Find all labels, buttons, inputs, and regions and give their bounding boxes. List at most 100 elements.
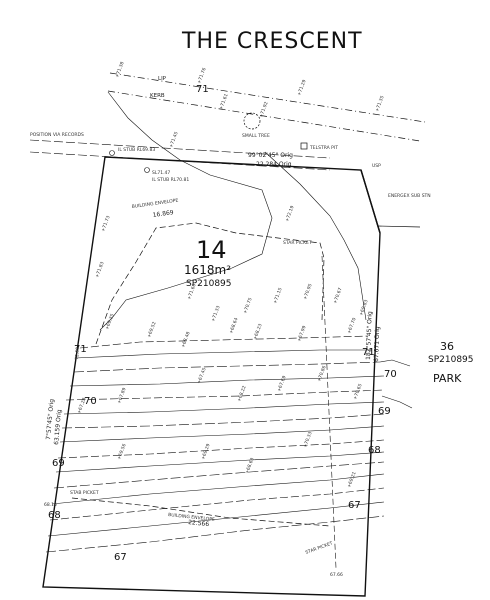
bearing-top: 99°02'45" Orig [248,152,293,159]
contour-label: 68 [368,445,381,456]
contour-label: 71 [74,344,87,355]
contour-line [57,439,385,459]
right-bearing: 182°57'45" Orig [365,311,374,360]
contour-line [53,461,385,489]
telstra-pit-icon [300,142,308,150]
contour-line [69,375,385,387]
contour-line [55,451,385,473]
spot-level: +69.29 [200,443,211,461]
records-line-1 [29,139,331,159]
lot-boundary-corner [360,169,381,234]
building-envelope-bottom-dim: 22.566 [188,519,210,528]
contour-line [47,501,385,537]
small-tree-label: SMALL TREE [242,133,270,139]
spot-level: +71.35 [374,95,385,113]
spot-level: +68.64 [228,317,239,335]
spot-level: +71.38 [114,61,125,79]
road-contour-label: 71 [196,84,209,95]
il-stub-2-label: IL STUB RL70.81 [152,177,189,183]
building-envelope-top-label: BUILDING ENVELOPE [131,197,178,209]
il-stub-1-marker [109,150,115,156]
small-tree-icon [243,112,261,130]
contour-label: 69 [52,458,65,469]
contour-label: 71 [362,347,375,358]
contour-line [61,413,385,429]
neighbour-use: PARK [433,372,462,385]
spot-level: +69.21 [346,471,357,489]
park-contour [379,359,411,367]
position-label: POSITION VIA RECORDS [30,132,84,138]
spot-level: +70.95 [302,283,313,301]
neighbour-lot: 36 [440,340,454,353]
ground-line-1 [107,91,273,289]
spot-level: +68.63 [244,457,255,475]
contour-label: 67 [114,552,127,563]
usp-label: USP [372,163,381,169]
spot-level: +67.28 [76,397,87,415]
star-picket-3-label: STAR PICKET [305,540,334,556]
park-contour [381,395,413,409]
spot-level: +67.89 [116,387,127,405]
distance-top: 22.284 Orig [256,161,292,168]
contour-line [73,361,381,373]
contour-line [45,515,385,553]
neighbour-plan: SP210895 [428,355,474,365]
spot-level: +71.45 [168,131,179,149]
dim-right-bottom: 67.66 [330,572,343,578]
lot-area: 1618m² [184,263,231,277]
spot-level: +71.76 [196,67,207,85]
spot-level: +70.33 [302,431,313,449]
sl-label: SL71.47 [152,170,170,176]
lot-number: 14 [196,236,227,264]
spot-level: +72.19 [284,205,295,223]
contour-line [75,349,372,359]
spot-level: +71.15 [272,287,283,305]
spot-level: +69.83 [358,299,369,317]
spot-level: +71.33 [210,305,221,323]
il-stub-2-marker [144,167,150,173]
building-envelope-top-dim: 16.869 [152,209,174,219]
spot-level: +68.48 [180,331,191,349]
spot-level: +71.29 [296,79,307,97]
street-name: THE CRESCENT [181,29,363,54]
spot-level: +69.56 [116,443,127,461]
spot-level: +67.45 [196,367,207,385]
energex-label: ENERGEX SUB STN [388,193,431,199]
contour-line [49,487,385,521]
spot-level: +71.92 [258,101,269,119]
building-envelope-bottom [71,497,331,527]
telstra-pit-label: TELSTRA PIT [309,145,338,151]
building-envelope-bottom-label: BUILDING ENVELOPE [168,512,215,523]
right-distance: 67.671 Orig [373,326,381,362]
contour-label: 67 [348,500,361,511]
contour-line [63,401,385,415]
spot-level: +71.73 [100,215,111,233]
energex-line [377,225,421,228]
dim-left-bottom: 68.15 [44,502,57,508]
spot-level: +68.23 [252,323,263,341]
kerb-line [107,90,421,142]
spot-level: +70.86 [316,365,327,383]
left-distance: 63.159 Orig [53,409,63,445]
spot-level: +70.65 [352,383,363,401]
contour-line [51,473,385,505]
setback-line-right [321,255,337,569]
left-bearing: 7°57'45" Orig [45,398,56,440]
spot-level: +69.35 [104,313,115,331]
il-stub-1-label: IL STUB RL69.83 [118,147,155,153]
contour-label: 68 [48,510,61,521]
contour-line [59,425,385,443]
lip-label: LIP [158,76,167,82]
spot-level: +70.67 [332,287,343,305]
star-picket-1-label: STAR PICKET [283,240,312,246]
lip-line [109,72,426,123]
lot-plan: SP210895 [186,279,232,289]
spot-level: +71.83 [94,261,105,279]
spot-levels: +71.38+71.76+71.29+71.35+71.61+71.92+71.… [76,61,385,489]
contour-label: 70 [384,369,397,380]
spot-level: +70.75 [242,297,253,315]
spot-level: +67.70 [346,317,357,335]
spot-level: +67.69 [276,375,287,393]
spot-level: +69.52 [146,321,157,339]
